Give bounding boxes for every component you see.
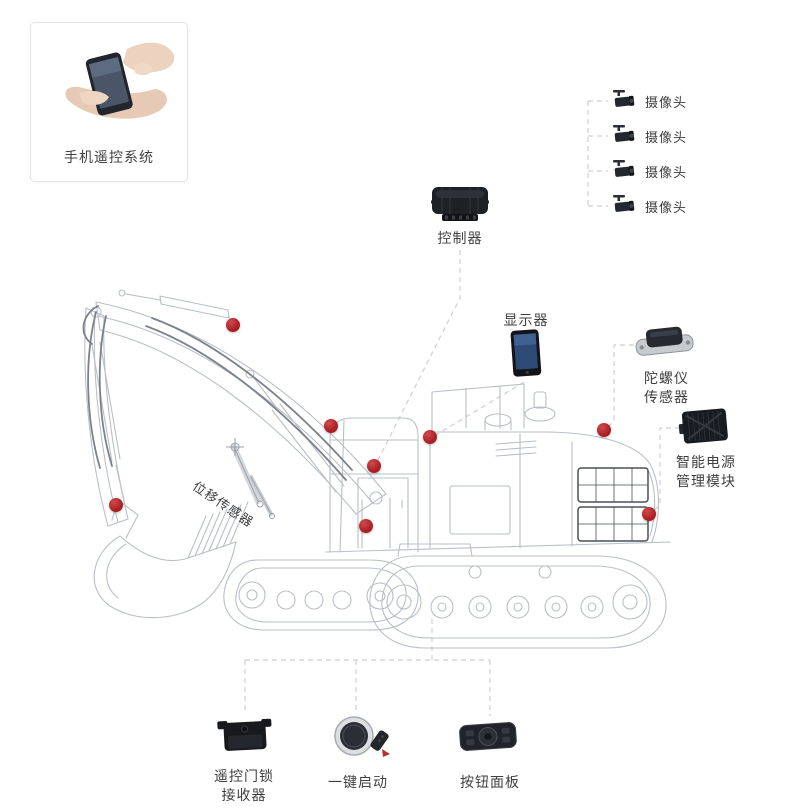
sensor-location-marker: [367, 459, 381, 473]
button-panel-label: 按钮面板: [460, 775, 520, 791]
connector-lines: [244, 100, 680, 716]
power-module-image: [678, 408, 728, 444]
start-button-image: [334, 716, 390, 757]
sensor-location-marker: [359, 519, 373, 533]
sensor-location-marker: [597, 423, 611, 437]
camera-label: 摄像头: [645, 95, 688, 111]
button-panel-image: [459, 722, 517, 751]
camera-label: 摄像头: [645, 200, 688, 216]
controller-image: [431, 187, 489, 221]
gyroscope-label-line2: 传感器: [644, 390, 689, 406]
button-panel-device: [456, 716, 520, 762]
door-lock-receiver-device: [216, 712, 274, 764]
phone-remote-panel: 手机遥控系统: [30, 22, 188, 182]
gyroscope-image: [635, 326, 694, 356]
gyroscope-label: 陀螺仪 传感器: [644, 370, 689, 408]
camera-icon: [613, 125, 635, 142]
door-lock-receiver-label: 遥控门锁 接收器: [202, 768, 286, 806]
door-lock-label-line2: 接收器: [221, 788, 267, 804]
display-label: 显示器: [503, 313, 549, 329]
power-module-device: [678, 404, 732, 454]
hydraulic-hoses: [82, 305, 353, 481]
camera-item: 摄像头: [612, 193, 687, 219]
power-module-label-line1: 智能电源: [676, 455, 736, 471]
controller-device: [426, 182, 494, 228]
one-key-start-device: [332, 712, 394, 766]
engine-grille: [577, 467, 649, 542]
power-module-label: 智能电源 管理模块: [676, 454, 736, 492]
sensor-location-marker: [423, 430, 437, 444]
camera-icon: [613, 90, 635, 107]
door-lock-receiver-image: [217, 718, 272, 751]
sensor-location-marker: [324, 419, 338, 433]
camera-item: 摄像头: [612, 123, 687, 149]
sensor-location-marker: [226, 318, 240, 332]
phone-remote-label: 手机遥控系统: [64, 150, 154, 166]
phone-in-hands-photo: [39, 31, 179, 131]
door-lock-label-line1: 遥控门锁: [214, 769, 274, 785]
gyroscope-device: [634, 324, 696, 368]
display-image: [510, 329, 542, 377]
camera-item: 摄像头: [612, 158, 687, 184]
camera-label: 摄像头: [645, 165, 688, 181]
power-module-label-line2: 管理模块: [676, 474, 736, 490]
gyroscope-label-line1: 陀螺仪: [644, 371, 689, 387]
sensor-location-marker: [642, 507, 656, 521]
camera-icon: [613, 160, 635, 177]
camera-label: 摄像头: [645, 130, 688, 146]
display-device: [506, 328, 546, 384]
sensor-location-marker: [109, 498, 123, 512]
displacement-sensor-sketch: [226, 438, 275, 519]
excavator-body-lines: [84, 289, 671, 649]
camera-item: 摄像头: [612, 88, 687, 114]
camera-icon: [613, 195, 635, 212]
one-key-start-label: 一键启动: [328, 775, 388, 791]
controller-label: 控制器: [437, 231, 483, 247]
